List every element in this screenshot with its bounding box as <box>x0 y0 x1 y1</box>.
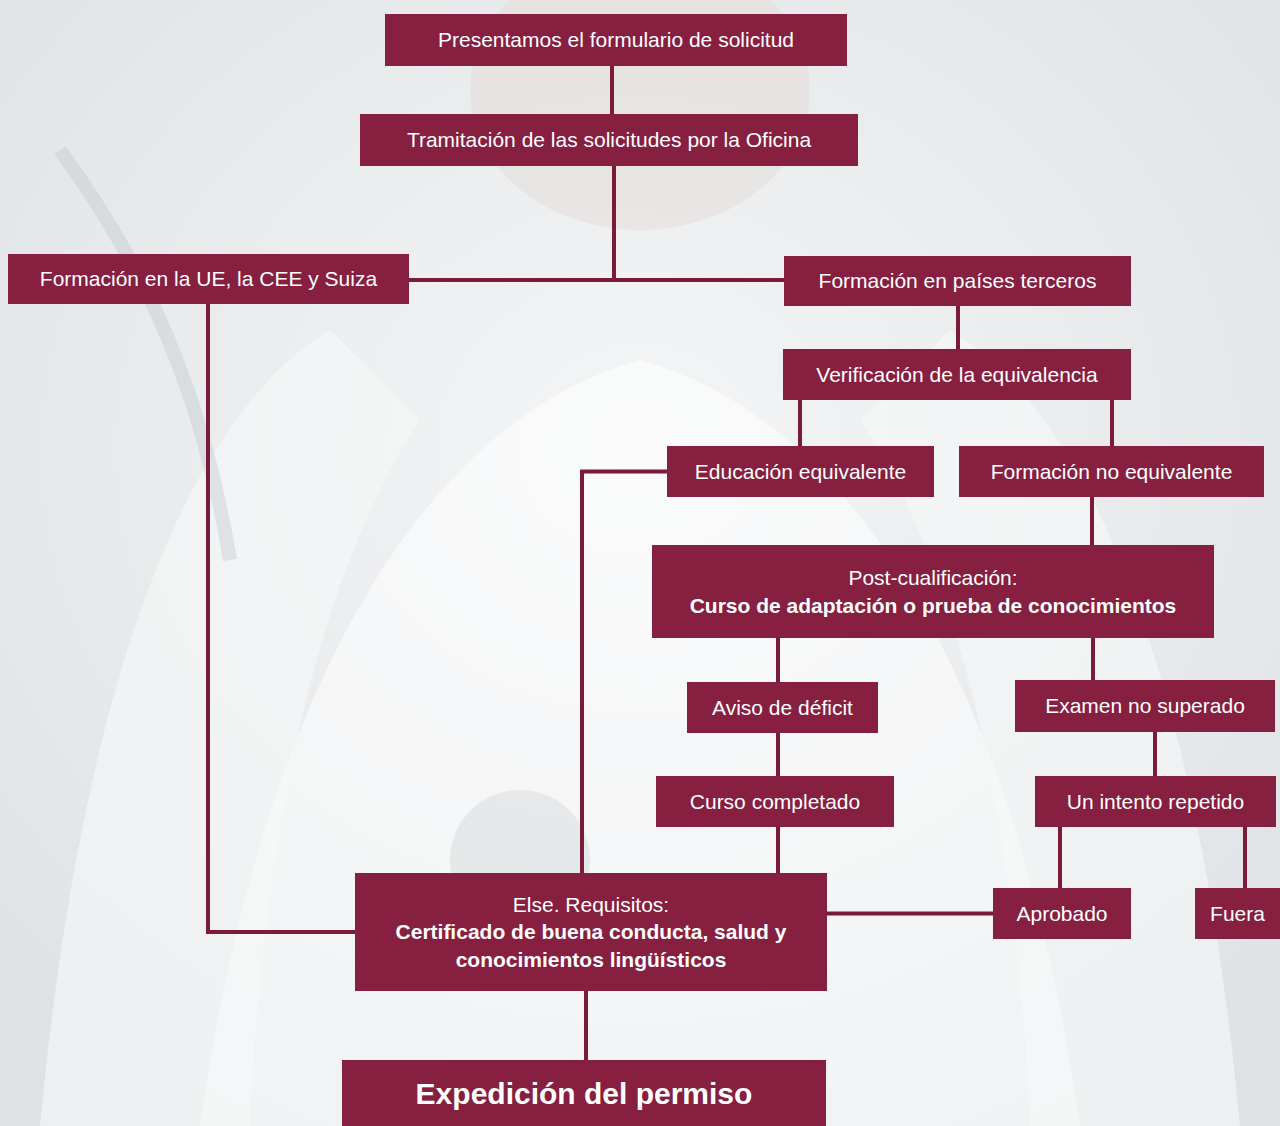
box-label: Curso completado <box>690 788 860 815</box>
process-box: Formación no equivalente <box>959 446 1264 497</box>
box-label: Formación no equivalente <box>991 458 1233 485</box>
box-label: Fuera <box>1210 900 1265 927</box>
box-label: Formación en países terceros <box>819 267 1097 294</box>
box-label: Verificación de la equivalencia <box>816 361 1097 388</box>
box-body: Curso de adaptación o prueba de conocimi… <box>690 592 1177 619</box>
connector-line <box>776 733 780 776</box>
box-label: Post-cualificación: <box>848 564 1017 591</box>
connector-line <box>1110 400 1114 446</box>
connector-line <box>956 306 960 349</box>
process-box: Fuera <box>1195 888 1280 939</box>
process-box: Formación en la UE, la CEE y Suiza <box>8 254 409 304</box>
connector-line <box>409 166 614 280</box>
connector-line <box>1153 732 1157 776</box>
process-box: Educación equivalente <box>667 446 934 497</box>
connector-line <box>776 827 780 873</box>
process-box: Aprobado <box>993 888 1131 939</box>
process-box: Un intento repetido <box>1035 776 1276 827</box>
box-label: Presentamos el formulario de solicitud <box>438 26 794 53</box>
connector-line <box>798 400 802 446</box>
connector-line <box>584 991 588 1060</box>
connector-line <box>827 912 993 916</box>
box-label: Expedición del permiso <box>416 1074 753 1113</box>
process-box: Examen no superado <box>1015 680 1275 732</box>
connector-line <box>208 304 355 932</box>
process-box: Tramitación de las solicitudes por la Of… <box>360 114 858 166</box>
process-box: Aviso de déficit <box>687 682 878 733</box>
box-label: Formación en la UE, la CEE y Suiza <box>40 265 377 292</box>
connector-line <box>1058 827 1062 888</box>
connector-line <box>610 66 614 114</box>
connector-line <box>1090 497 1094 545</box>
process-box: Verificación de la equivalencia <box>783 349 1131 400</box>
box-label: Aviso de déficit <box>712 694 853 721</box>
connector-line <box>1091 638 1095 680</box>
box-label: Aprobado <box>1016 900 1107 927</box>
process-box: Else. Requisitos:Certificado de buena co… <box>355 873 827 991</box>
box-body: Certificado de buena conducta, salud y c… <box>381 918 801 973</box>
box-label: Un intento repetido <box>1067 788 1244 815</box>
process-box: Presentamos el formulario de solicitud <box>385 14 847 66</box>
box-label: Else. Requisitos: <box>513 891 669 918</box>
process-box: Curso completado <box>656 776 894 827</box>
box-label: Educación equivalente <box>695 458 906 485</box>
process-box: Expedición del permiso <box>342 1060 826 1126</box>
box-label: Examen no superado <box>1045 692 1245 719</box>
box-label: Tramitación de las solicitudes por la Of… <box>407 126 811 153</box>
process-box: Formación en países terceros <box>784 256 1131 306</box>
connector-line <box>614 166 784 280</box>
process-box: Post-cualificación:Curso de adaptación o… <box>652 545 1214 638</box>
connector-line <box>582 472 667 874</box>
connector-line <box>776 638 780 682</box>
connector-line <box>1243 827 1247 888</box>
